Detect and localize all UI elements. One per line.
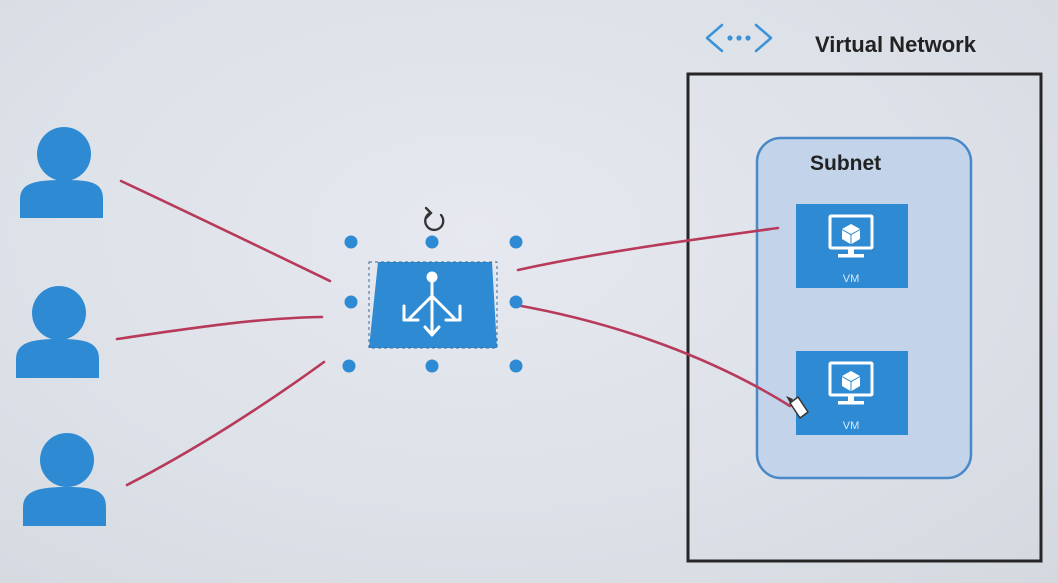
handle-middle-left[interactable] [344,295,358,309]
pen-cursor-icon [786,396,809,419]
monitor-cube-icon [828,361,874,405]
subnet-label: Subnet [810,152,881,175]
load-balancer-icon [402,271,462,337]
handle-top-left[interactable] [344,235,358,249]
vm-label-1: VM [843,273,860,285]
connector-user1-lb[interactable] [119,179,332,283]
user-icon[interactable] [16,286,99,378]
handle-bottom-right[interactable] [509,359,523,373]
selection-outline [368,261,498,349]
connector-lb-vm2[interactable] [514,303,792,408]
connector-user2-lb[interactable] [115,315,324,341]
vnet-label: Virtual Network [815,32,977,57]
handle-bottom-left[interactable] [342,359,356,373]
vm-node-2[interactable]: VM [796,351,908,435]
vnet-frame[interactable] [686,72,1043,563]
handle-top-right[interactable] [509,235,523,249]
user-icon[interactable] [20,127,103,218]
vm-label-2: VM [843,420,860,432]
monitor-cube-icon [828,214,874,258]
vnet-icon [705,23,773,53]
vm-node-1[interactable]: VM [796,204,908,288]
resize-handles[interactable] [342,235,523,373]
handle-top-center[interactable] [425,235,439,249]
user-icon[interactable] [23,433,106,526]
connectors [115,179,792,487]
handle-bottom-center[interactable] [425,359,439,373]
load-balancer-node[interactable] [368,261,498,349]
handle-middle-right[interactable] [509,295,523,309]
rotate-icon[interactable] [424,206,445,232]
connector-lb-vm1[interactable] [516,226,780,272]
connector-user3-lb[interactable] [125,360,326,487]
